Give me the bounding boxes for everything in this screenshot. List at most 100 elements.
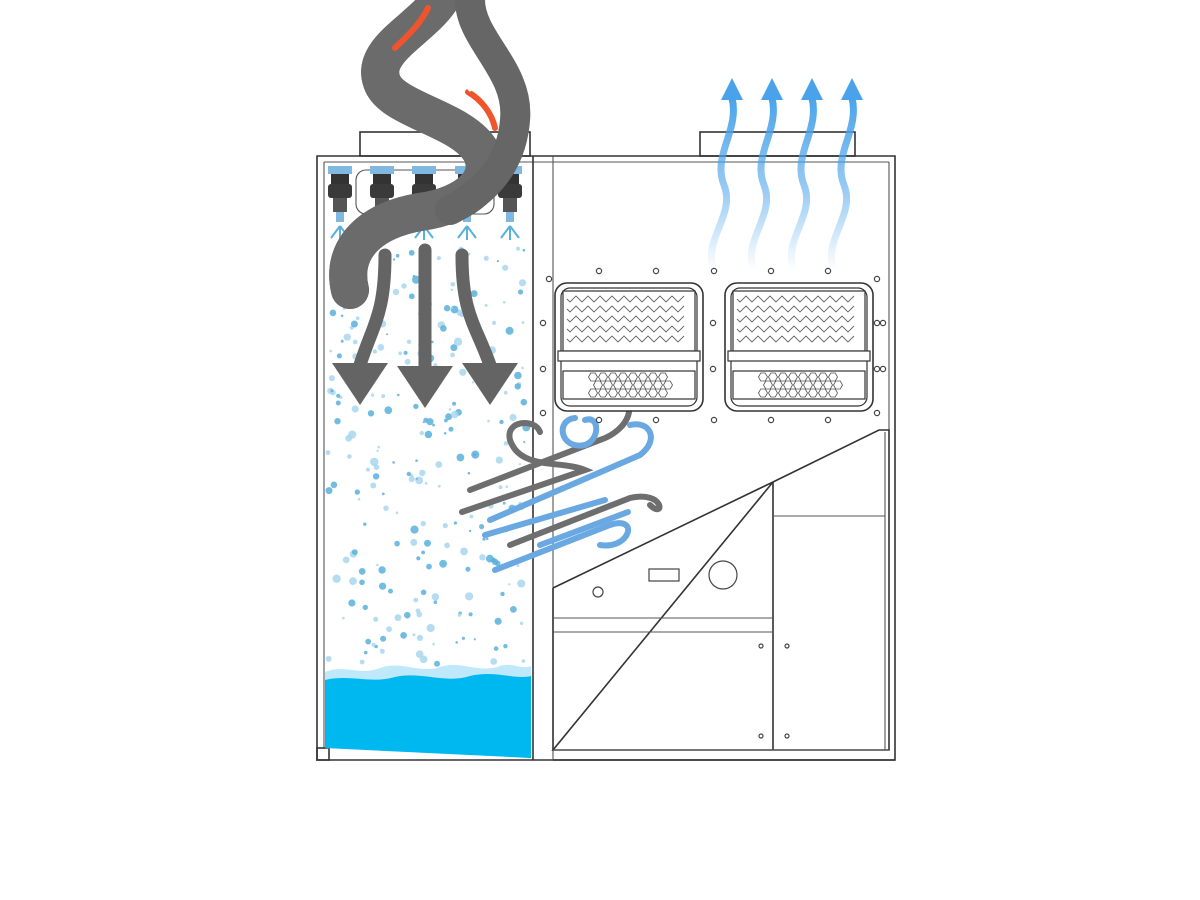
droplet: [404, 358, 411, 365]
droplet: [514, 371, 522, 380]
droplet: [357, 497, 361, 501]
droplet: [435, 461, 443, 468]
droplet: [335, 400, 341, 406]
droplet: [423, 417, 429, 423]
droplet: [503, 441, 509, 446]
droplet: [408, 293, 415, 300]
droplet: [329, 309, 337, 317]
arrow-up-icon: [827, 78, 863, 274]
bolt: [873, 409, 881, 417]
droplet: [370, 482, 377, 489]
droplet: [406, 339, 412, 344]
droplet: [465, 592, 474, 601]
bolt: [879, 319, 887, 327]
droplet: [433, 600, 438, 605]
droplet: [420, 520, 426, 527]
droplet: [330, 481, 338, 489]
bolt: [710, 416, 718, 424]
droplet: [383, 505, 389, 511]
droplet: [494, 617, 502, 625]
downward-gas-flow: [332, 243, 518, 408]
droplet: [421, 550, 425, 555]
droplet: [398, 351, 402, 356]
droplet: [381, 394, 386, 399]
droplet: [415, 476, 424, 485]
droplet: [442, 523, 448, 529]
droplet: [327, 387, 334, 395]
bolt: [767, 416, 775, 424]
droplet: [380, 649, 385, 654]
droplet: [426, 623, 435, 633]
filter-icon: [724, 282, 874, 412]
droplet: [503, 390, 508, 395]
droplet: [439, 559, 447, 568]
droplet: [412, 275, 421, 284]
droplet: [424, 539, 431, 547]
droplet: [451, 410, 459, 419]
droplet: [432, 642, 435, 646]
droplet: [491, 320, 497, 325]
control-knob-icon: [708, 560, 738, 590]
droplet: [456, 453, 465, 462]
droplet: [510, 606, 517, 613]
droplet: [479, 554, 486, 561]
droplet: [505, 485, 509, 489]
droplet: [465, 566, 471, 572]
filter-cassettes: [554, 282, 874, 412]
droplet: [404, 611, 411, 619]
arrow-up-icon: [787, 78, 823, 274]
droplet: [455, 641, 459, 644]
droplet: [408, 249, 415, 256]
droplet: [521, 366, 524, 370]
panel-bolts: [539, 267, 887, 424]
bolt: [709, 365, 717, 373]
droplet: [443, 432, 447, 435]
droplet: [325, 450, 331, 456]
droplet: [349, 577, 357, 585]
droplet: [412, 633, 416, 637]
droplet: [450, 306, 453, 309]
droplet: [419, 469, 426, 477]
droplet: [490, 658, 498, 665]
droplet: [516, 564, 520, 567]
droplet: [380, 635, 387, 642]
droplet: [413, 597, 419, 603]
droplet: [502, 264, 509, 271]
droplet: [381, 492, 385, 496]
droplet: [362, 604, 368, 611]
droplet: [395, 253, 400, 258]
droplet: [354, 489, 360, 495]
droplet: [359, 659, 365, 665]
droplet: [343, 333, 351, 341]
droplet: [386, 333, 389, 336]
arrow-down-icon: [397, 243, 453, 408]
droplet: [336, 353, 342, 359]
arrow-down-icon: [455, 248, 518, 405]
droplet: [376, 449, 379, 452]
droplet: [440, 325, 447, 332]
droplet: [516, 246, 520, 251]
droplet: [347, 454, 352, 459]
bolt: [595, 416, 603, 424]
droplet: [372, 473, 380, 480]
bolt: [873, 365, 881, 373]
droplet: [453, 521, 457, 525]
droplet: [487, 419, 490, 423]
bolt: [539, 365, 547, 373]
droplet: [514, 383, 521, 390]
droplet: [461, 636, 465, 640]
water-droplets: [325, 245, 531, 669]
droplet: [352, 339, 358, 345]
droplet: [371, 642, 376, 647]
droplet: [392, 461, 395, 464]
droplet: [355, 316, 360, 321]
droplet: [384, 406, 393, 415]
droplet: [448, 426, 454, 432]
droplet: [503, 644, 508, 649]
bolt: [767, 267, 775, 275]
droplet: [416, 634, 423, 642]
droplet: [370, 457, 379, 467]
droplet: [351, 405, 359, 413]
bolt: [873, 319, 881, 327]
droplet: [502, 301, 506, 304]
